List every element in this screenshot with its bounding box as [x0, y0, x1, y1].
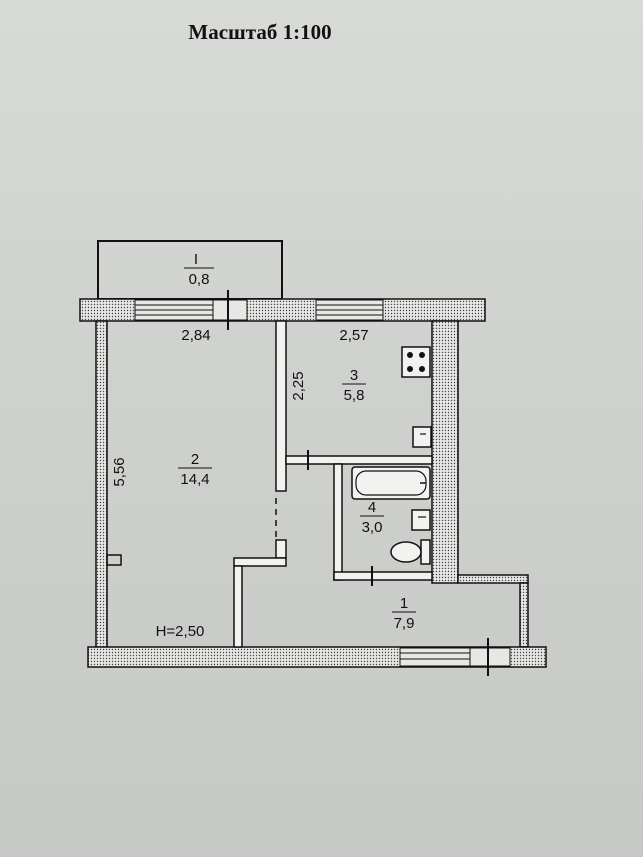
washbasin — [411, 509, 431, 531]
dimension-room3-width: 2,57 — [339, 327, 368, 344]
dimension-room2-width: 2,84 — [181, 327, 210, 344]
interior-walls — [233, 320, 433, 648]
bathroom-area: 3,0 — [362, 519, 383, 536]
kitchen-number: 3 — [350, 367, 358, 384]
living-room-area: 14,4 — [180, 471, 209, 488]
ceiling-height: H=2,50 — [156, 623, 205, 640]
balcony-number: I — [194, 251, 198, 268]
kitchen-sink — [412, 426, 432, 448]
kitchen-area: 5,8 — [344, 387, 365, 404]
balcony-area: 0,8 — [189, 271, 210, 288]
living-room-number: 2 — [191, 451, 199, 468]
right-exterior-wall — [431, 320, 529, 648]
toilet — [390, 539, 431, 565]
bathroom-number: 4 — [368, 499, 376, 516]
dimension-room2-length: 5,56 — [111, 457, 128, 486]
top-exterior-wall — [79, 290, 486, 330]
hallway-area: 7,9 — [394, 615, 415, 632]
balcony — [97, 240, 283, 300]
hallway-number: 1 — [400, 595, 408, 612]
bathtub — [351, 466, 431, 500]
bottom-exterior-wall — [87, 638, 547, 676]
stove — [401, 346, 431, 378]
dimension-room3-depth: 2,25 — [290, 371, 307, 400]
scale-title: Масштаб 1:100 — [188, 20, 332, 44]
